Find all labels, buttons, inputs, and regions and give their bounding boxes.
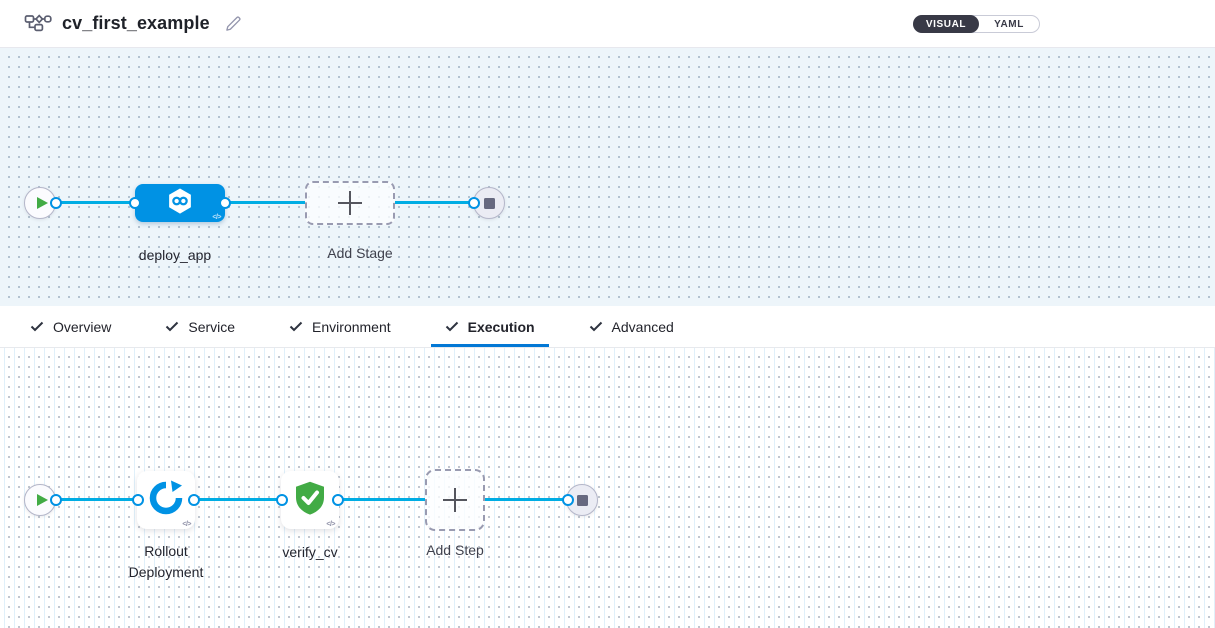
stop-icon bbox=[484, 198, 495, 209]
stage-config-tabs: Overview Service Environment Execution A… bbox=[0, 306, 1215, 348]
check-icon bbox=[445, 321, 458, 332]
check-icon bbox=[166, 321, 179, 332]
tab-environment[interactable]: Environment bbox=[275, 306, 405, 347]
code-icon: </> bbox=[182, 521, 191, 528]
connector-line bbox=[56, 201, 135, 204]
tab-advanced[interactable]: Advanced bbox=[575, 306, 688, 347]
connector-dot bbox=[188, 494, 200, 506]
play-icon bbox=[37, 197, 48, 209]
connector-dot bbox=[50, 197, 62, 209]
plus-icon bbox=[338, 191, 362, 215]
step-label: verify_cv bbox=[282, 544, 338, 560]
play-icon bbox=[37, 494, 48, 506]
check-icon bbox=[589, 321, 602, 332]
edit-pencil-icon[interactable] bbox=[224, 15, 242, 33]
pipeline-icon bbox=[24, 12, 52, 36]
check-icon bbox=[289, 321, 303, 332]
stage-node-deploy-app[interactable]: </> bbox=[135, 184, 225, 222]
tab-service[interactable]: Service bbox=[151, 306, 249, 347]
page-title: cv_first_example bbox=[62, 13, 210, 33]
cd-hexagon-icon bbox=[165, 186, 195, 221]
add-step-label: Add Step bbox=[426, 542, 484, 558]
stop-icon bbox=[577, 495, 588, 506]
code-icon: </> bbox=[212, 214, 221, 221]
tab-label: Overview bbox=[53, 318, 112, 335]
connector-dot bbox=[132, 494, 144, 506]
stage-canvas[interactable]: </> deploy_app Add Stage bbox=[0, 48, 1215, 306]
rollout-deployment-icon bbox=[148, 480, 184, 521]
tab-label: Execution bbox=[467, 318, 535, 335]
connector-line bbox=[395, 201, 474, 204]
step-node-rollout-deployment[interactable]: </> bbox=[137, 471, 195, 529]
toggle-yaml[interactable]: YAML bbox=[994, 18, 1024, 30]
add-step-button[interactable] bbox=[425, 469, 485, 531]
tab-label: Advanced bbox=[611, 318, 674, 335]
add-stage-button[interactable] bbox=[305, 181, 395, 225]
connector-line bbox=[338, 498, 425, 501]
connector-line bbox=[485, 498, 568, 501]
plus-icon bbox=[443, 488, 467, 512]
execution-end-node bbox=[566, 484, 598, 516]
check-icon bbox=[30, 321, 44, 332]
connector-dot bbox=[219, 197, 231, 209]
tab-overview[interactable]: Overview bbox=[16, 306, 125, 347]
connector-dot bbox=[332, 494, 344, 506]
step-label: Rollout Deployment bbox=[128, 543, 204, 580]
step-node-verify-cv[interactable]: </> bbox=[281, 471, 339, 529]
stage-label: deploy_app bbox=[138, 247, 212, 263]
add-stage-label: Add Stage bbox=[327, 245, 393, 261]
connector-line bbox=[225, 201, 305, 204]
connector-dot bbox=[562, 494, 574, 506]
connector-dot bbox=[468, 197, 480, 209]
execution-canvas[interactable]: </> </> Rollout Deployment verify_cv Add… bbox=[0, 348, 1215, 628]
verify-shield-icon bbox=[292, 480, 328, 521]
visual-yaml-toggle: VISUAL YAML bbox=[913, 15, 1040, 33]
toggle-visual[interactable]: VISUAL bbox=[913, 15, 979, 33]
tab-label: Service bbox=[188, 318, 236, 335]
connector-dot bbox=[276, 494, 288, 506]
tab-label: Environment bbox=[312, 318, 391, 335]
code-icon: </> bbox=[326, 521, 335, 528]
connector-line bbox=[194, 498, 282, 501]
connector-dot bbox=[50, 494, 62, 506]
connector-dot bbox=[129, 197, 141, 209]
header: cv_first_example VISUAL YAML bbox=[0, 0, 1215, 48]
connector-line bbox=[56, 498, 138, 501]
tab-execution[interactable]: Execution bbox=[430, 306, 549, 347]
